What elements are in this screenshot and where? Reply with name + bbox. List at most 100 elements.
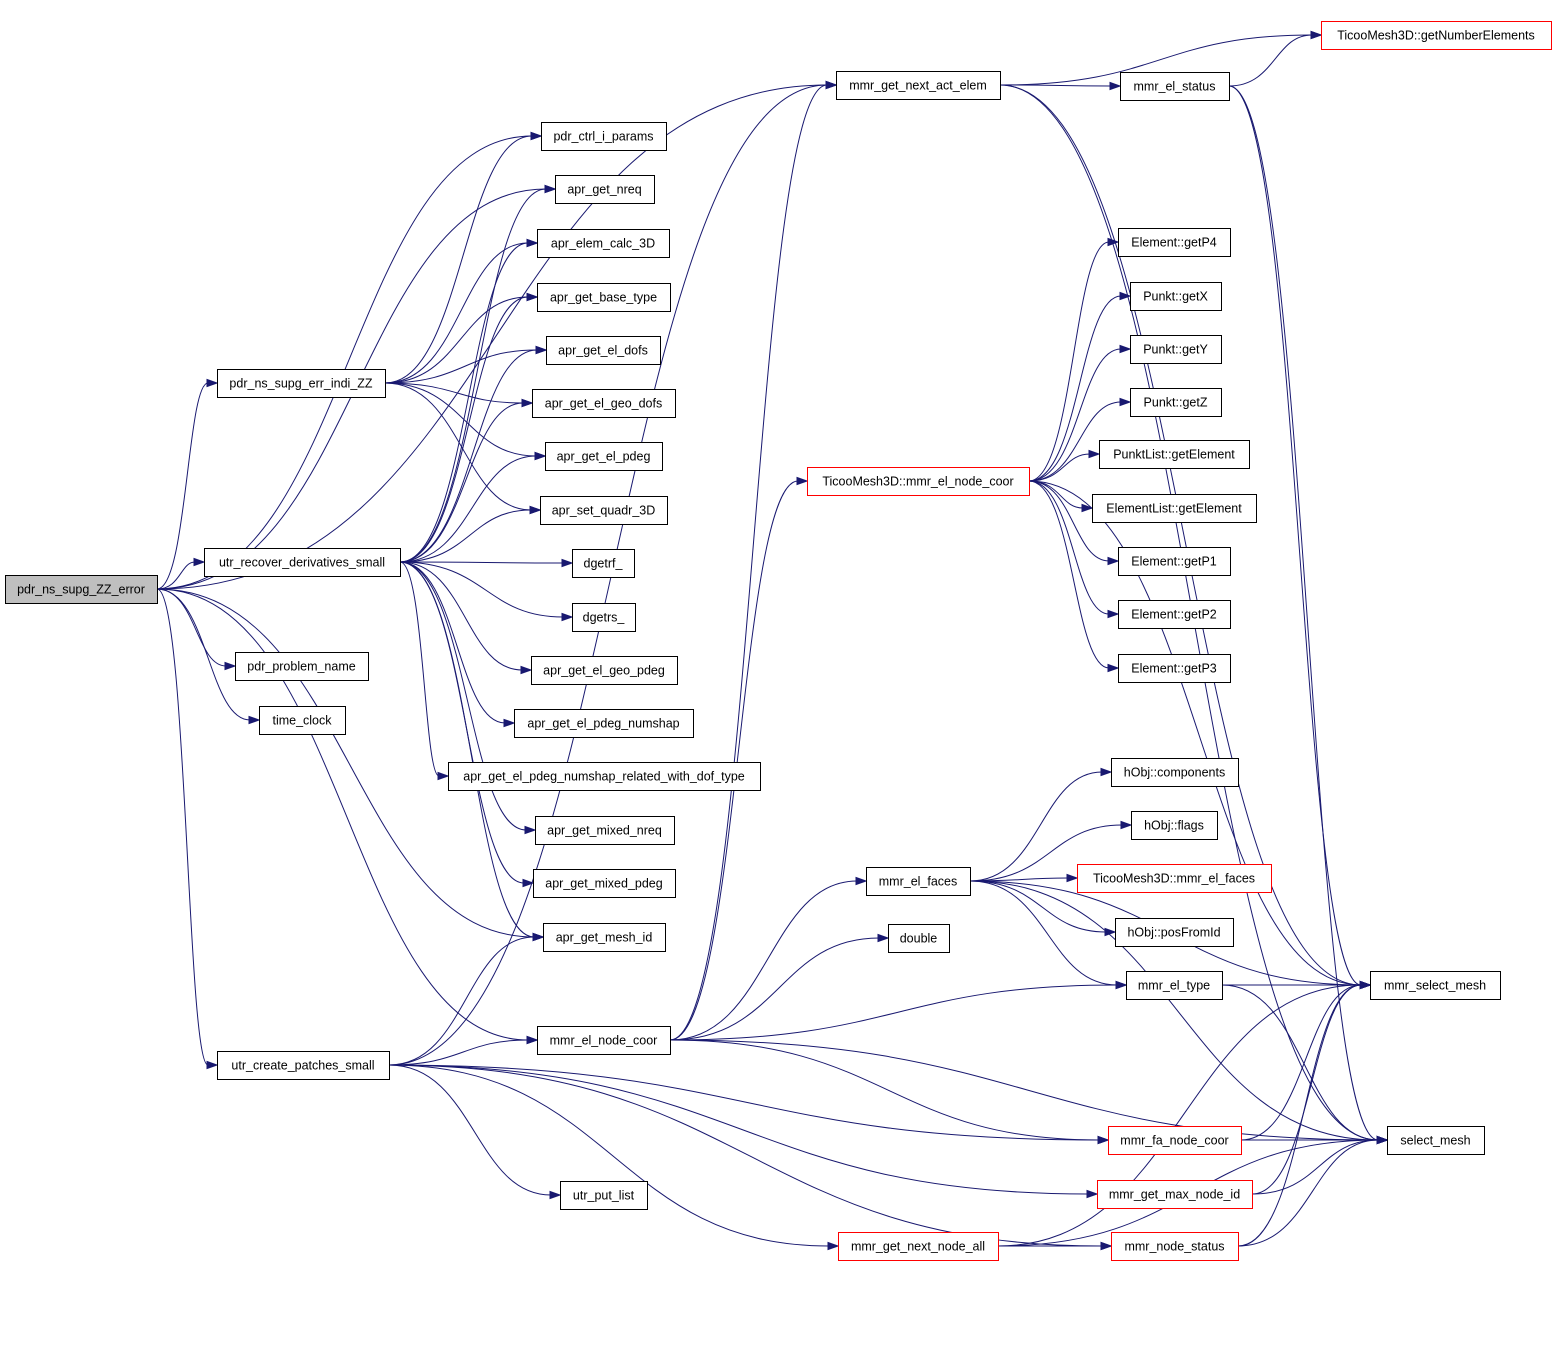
graph-node-getX[interactable]: Punkt::getX [1130,282,1222,311]
graph-node-ctrl[interactable]: pdr_ctrl_i_params [541,122,667,151]
edge-layer [156,30,1389,1251]
graph-node-elstatus[interactable]: mmr_el_status [1120,72,1230,101]
node-label: apr_get_mesh_id [556,931,653,945]
arrowhead [1088,449,1101,459]
graph-node-basetype[interactable]: apr_get_base_type [537,283,671,312]
edge-patches-to-maxnode [388,1064,1099,1199]
graph-node-nodecoor[interactable]: mmr_el_node_coor [537,1026,671,1055]
graph-node-dgetrs[interactable]: dgetrs_ [572,603,636,632]
graph-node-hpos[interactable]: hObj::posFromId [1115,918,1234,947]
edge-line [1237,1139,1379,1247]
graph-node-timeclock[interactable]: time_clock [259,706,346,735]
graph-node-patches[interactable]: utr_create_patches_small [217,1051,390,1080]
graph-node-dgetrf[interactable]: dgetrf_ [572,549,635,578]
graph-node-nreq[interactable]: apr_get_nreq [555,175,655,204]
graph-node-getP1[interactable]: Element::getP1 [1118,547,1231,576]
graph-node-indi[interactable]: pdr_ns_supg_err_indi_ZZ [217,369,386,398]
node-label: Punkt::getY [1143,343,1208,357]
graph-node-mixednreq[interactable]: apr_get_mixed_nreq [535,816,675,845]
edge-root-to-probname [156,588,237,671]
node-label: mmr_el_node_coor [550,1034,658,1048]
edge-line [1251,1139,1379,1195]
graph-node-plget[interactable]: PunktList::getElement [1099,440,1250,469]
edge-elstatus-to-numel [1228,30,1323,87]
node-label: TicooMesh3D::getNumberElements [1337,29,1535,43]
edge-line [399,296,529,563]
graph-node-putlist[interactable]: utr_put_list [560,1181,648,1210]
arrowhead [532,932,545,942]
graph-node-getP2[interactable]: Element::getP2 [1118,600,1231,629]
edge-recover-to-meshid [399,561,545,942]
node-box [204,548,401,577]
graph-node-hflags[interactable]: hObj::flags [1131,811,1218,840]
graph-node-root[interactable]: pdr_ns_supg_ZZ_error [5,575,158,604]
edge-eltype-to-selmeshmmr [1222,980,1372,990]
graph-node-nodestatus[interactable]: mmr_node_status [1111,1232,1239,1261]
graph-node-eldofs[interactable]: apr_get_el_dofs [546,336,661,365]
graph-node-nextact[interactable]: mmr_get_next_act_elem [836,71,1001,100]
edge-nodecoor-to-double [669,933,890,1041]
node-label: mmr_el_faces [879,875,958,889]
arrowhead [437,771,450,781]
edge-recover-to-mixednreq [399,561,537,835]
graph-node-meshid[interactable]: apr_get_mesh_id [543,923,666,952]
graph-node-double[interactable]: double [888,924,950,953]
arrowhead [534,451,547,461]
node-label: pdr_ctrl_i_params [553,130,653,144]
node-label: mmr_el_type [1138,979,1210,993]
graph-node-selmesh[interactable]: select_mesh [1387,1126,1485,1155]
node-box [866,867,971,896]
node-label: ElementList::getElement [1106,502,1242,516]
node-label: Element::getP1 [1131,555,1217,569]
edge-nodestatus-to-selmesh [1237,1135,1389,1247]
graph-node-getZ[interactable]: Punkt::getZ [1130,388,1222,417]
edge-recover-to-elpdeg [399,451,547,563]
node-label: apr_get_mixed_pdeg [545,877,662,891]
graph-node-tfaces[interactable]: TicooMesh3D::mmr_el_faces [1077,864,1272,893]
edge-patches-to-nextnode [388,1064,840,1251]
node-box [1077,864,1272,893]
node-box [1130,388,1222,417]
node-label: TicooMesh3D::mmr_el_node_coor [822,475,1013,489]
node-label: apr_get_el_pdeg_numshap_related_with_dof… [463,770,745,784]
graph-node-numshaprel[interactable]: apr_get_el_pdeg_numshap_related_with_dof… [448,762,761,791]
node-label: select_mesh [1400,1134,1470,1148]
graph-node-getP4[interactable]: Element::getP4 [1118,228,1231,257]
graph-node-getP3[interactable]: Element::getP3 [1118,654,1231,683]
node-box [1120,72,1230,101]
node-label: mmr_select_mesh [1384,979,1486,993]
graph-node-mixedpdeg[interactable]: apr_get_mixed_pdeg [533,869,676,898]
graph-node-geodofs[interactable]: apr_get_el_geo_dofs [532,389,676,418]
graph-node-numel[interactable]: TicooMesh3D::getNumberElements [1321,21,1552,50]
node-label: mmr_get_next_act_elem [849,79,987,93]
node-box [531,656,678,685]
graph-node-fanode[interactable]: mmr_fa_node_coor [1108,1126,1242,1155]
graph-node-probname[interactable]: pdr_problem_name [235,652,369,681]
graph-node-tnodecoor[interactable]: TicooMesh3D::mmr_el_node_coor [807,467,1030,496]
edge-recover-to-geodofs [399,398,534,563]
edge-elfaces-to-hflags [969,820,1133,882]
graph-node-quadr[interactable]: apr_set_quadr_3D [540,496,668,525]
edge-line [1228,34,1313,87]
graph-node-elget[interactable]: ElementList::getElement [1092,494,1257,523]
node-label: mmr_el_status [1134,80,1216,94]
graph-node-hcomp[interactable]: hObj::components [1111,758,1239,787]
graph-node-recover[interactable]: utr_recover_derivatives_small [204,548,401,577]
edge-recover-to-dgetrs [399,561,574,622]
arrowhead [1081,503,1094,513]
node-label: apr_get_el_pdeg_numshap [527,717,679,731]
node-box [1092,494,1257,523]
graph-node-maxnode[interactable]: mmr_get_max_node_id [1097,1180,1253,1209]
graph-node-geopdeg[interactable]: apr_get_el_geo_pdeg [531,656,678,685]
graph-node-eltype[interactable]: mmr_el_type [1126,971,1223,1000]
graph-node-numshap[interactable]: apr_get_el_pdeg_numshap [514,709,694,738]
graph-node-getY[interactable]: Punkt::getY [1130,335,1222,364]
graph-node-elpdeg[interactable]: apr_get_el_pdeg [545,442,663,471]
graph-node-selmeshmmr[interactable]: mmr_select_mesh [1370,971,1501,1000]
edge-elfaces-to-hcomp [969,767,1113,882]
arrowhead [877,933,890,943]
graph-node-elemcalc[interactable]: apr_elem_calc_3D [537,229,670,258]
node-box [535,816,675,845]
graph-node-nextnode[interactable]: mmr_get_next_node_all [838,1232,999,1261]
graph-node-elfaces[interactable]: mmr_el_faces [866,867,971,896]
